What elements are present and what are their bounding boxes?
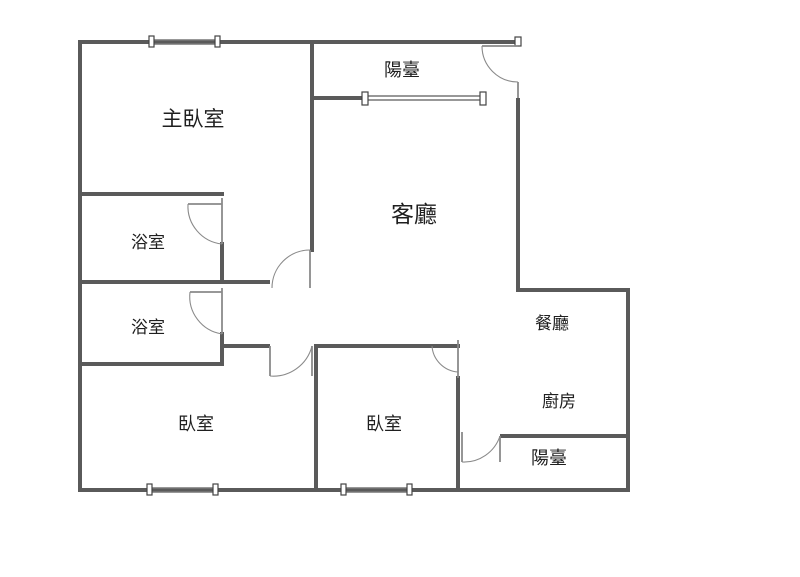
door-balcony-top	[481, 45, 519, 98]
door-bathroom-2	[189, 288, 223, 335]
label-bathroom-1: 浴室	[131, 233, 165, 253]
door-master-bedroom	[271, 249, 311, 289]
door-bedroom-2	[431, 340, 459, 378]
doors	[187, 45, 519, 463]
label-balcony-top: 陽臺	[384, 60, 420, 81]
windows	[146, 35, 522, 496]
door-bedroom-1	[269, 345, 313, 377]
label-balcony-bottom: 陽臺	[531, 448, 567, 469]
label-bedroom-1: 臥室	[178, 414, 214, 435]
label-kitchen: 廚房	[542, 391, 576, 412]
corner-marker	[514, 36, 522, 47]
window-bedroom2-bottom	[340, 483, 413, 496]
window-master-top	[148, 35, 221, 48]
room-labels: 主臥室 陽臺 客廳 浴室 浴室 餐廳 廚房 臥室 臥室 陽臺	[131, 60, 576, 469]
door-balcony-bottom	[461, 432, 501, 463]
label-master-bedroom: 主臥室	[162, 107, 225, 131]
label-living-room: 客廳	[391, 202, 437, 228]
walls	[78, 40, 630, 492]
label-bathroom-2: 浴室	[131, 318, 165, 338]
window-balcony-slider	[361, 91, 487, 106]
label-dining-room: 餐廳	[535, 314, 569, 334]
window-bedroom1-bottom	[146, 483, 219, 496]
door-bathroom-1	[187, 198, 223, 245]
label-bedroom-2: 臥室	[366, 414, 402, 435]
